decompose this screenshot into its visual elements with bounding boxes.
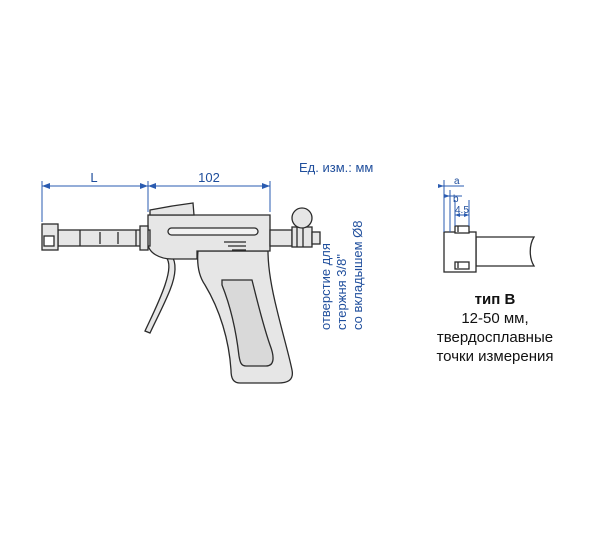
tip-type-caption: тип B 12-50 мм, твердосплавные точки изм… xyxy=(405,290,585,366)
arrow xyxy=(444,194,450,198)
arrow xyxy=(140,183,148,189)
dimension-c-label: 4.5 xyxy=(455,205,469,216)
probe-tip-contact xyxy=(43,235,55,247)
trigger-lever xyxy=(144,254,176,334)
tip-detail-point-bottom xyxy=(454,261,470,270)
arrow xyxy=(455,213,460,217)
clamp-ring xyxy=(291,226,313,248)
tip-detail: a b 4.5 xyxy=(438,176,536,273)
thumb-piece xyxy=(149,202,195,216)
body-slot xyxy=(167,227,259,236)
arrow xyxy=(148,183,156,189)
dimension-b-label: b xyxy=(453,194,459,205)
rear-stem xyxy=(269,229,293,247)
tip-type-points: точки измерения xyxy=(436,348,554,365)
vertical-note-line-1: отверстие для xyxy=(318,243,333,330)
tip-detail-point-top xyxy=(454,225,470,234)
dimension-lines: L 102 xyxy=(41,170,271,222)
rear-insert xyxy=(311,231,321,245)
vertical-note-line-3: со вкладышем Ø8 xyxy=(350,220,365,330)
dimension-102-label: 102 xyxy=(198,170,220,185)
handle-grip-panel xyxy=(221,279,274,367)
vertical-note: отверстие для стержня 3/8" со вкладышем … xyxy=(318,220,365,330)
arrow xyxy=(42,183,50,189)
arrow xyxy=(438,184,444,188)
pistol-gauge xyxy=(41,202,321,384)
tip-type-material: твердосплавные xyxy=(436,329,554,346)
units-label: Ед. изм.: мм xyxy=(299,160,373,175)
dimension-l-label: L xyxy=(90,170,97,185)
tip-type-range: 12-50 мм, xyxy=(461,310,529,327)
vertical-note-line-2: стержня 3/8" xyxy=(334,254,349,330)
clamp-knob xyxy=(291,207,313,229)
tip-detail-shaft xyxy=(475,236,536,267)
dimension-a-label: a xyxy=(454,176,460,187)
arrow xyxy=(464,213,469,217)
arrow xyxy=(262,183,270,189)
probe-collar xyxy=(139,225,149,251)
tip-type-title: тип B xyxy=(474,291,516,308)
